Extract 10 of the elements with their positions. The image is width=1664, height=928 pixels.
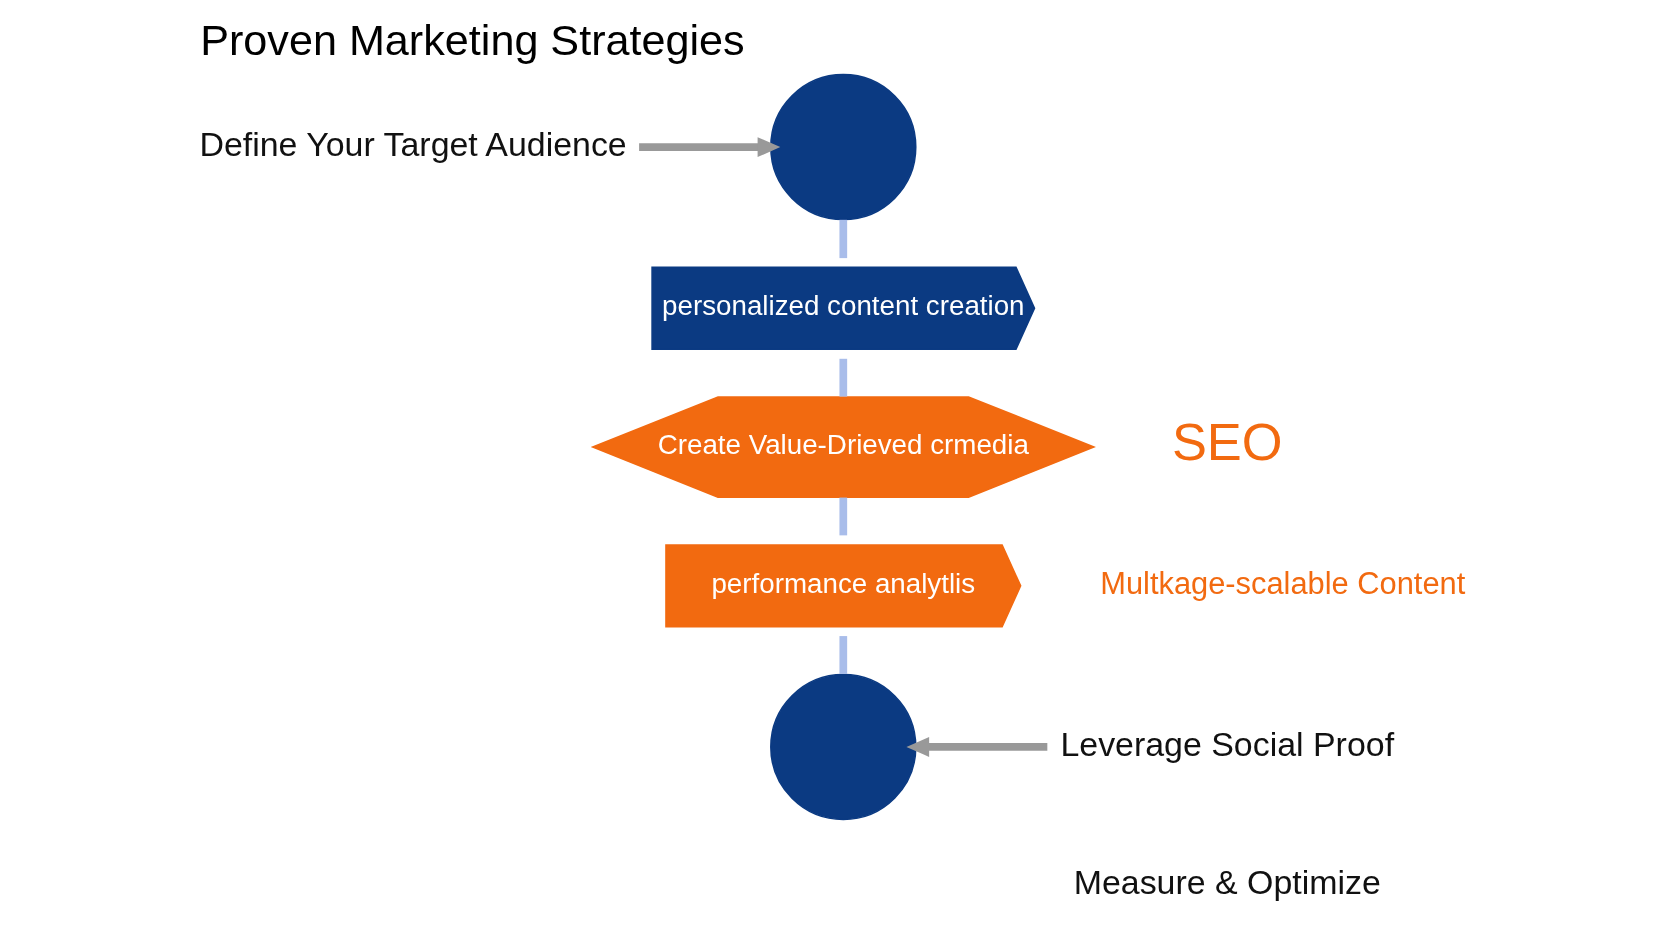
arrow <box>905 737 1047 757</box>
node-text: Leverage Social Proof <box>1059 724 1394 763</box>
node-circle <box>769 673 917 821</box>
diagram-title: Proven Marketing Strategies <box>199 16 745 65</box>
node-text: Define Your Target Audience <box>198 124 627 163</box>
label: Multkage-scalable Content <box>1099 565 1465 601</box>
label: Measure & Optimize <box>1073 863 1381 902</box>
connector <box>838 219 847 259</box>
node-circle <box>769 73 917 221</box>
label: SEO <box>1171 413 1283 472</box>
